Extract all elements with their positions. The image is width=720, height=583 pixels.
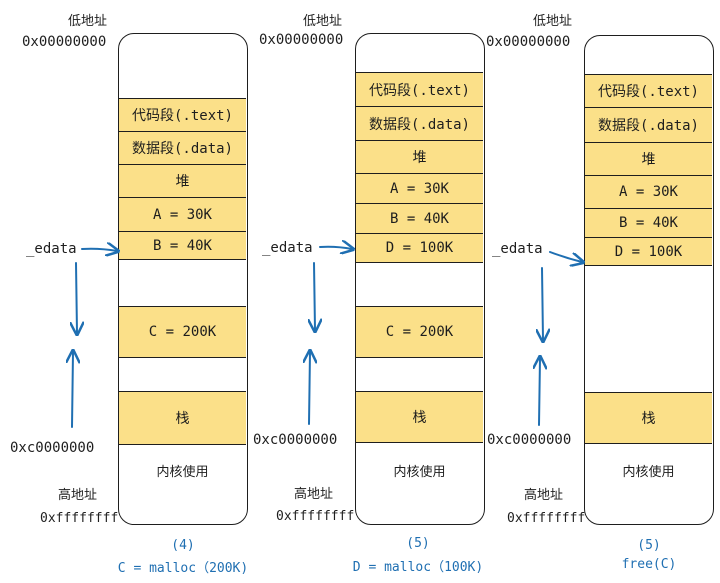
block-b: B = 40K	[356, 203, 483, 234]
high-address-value: 0xffffffff	[276, 509, 355, 524]
step-caption: free(C)	[621, 557, 677, 572]
stack-grow-up-arrow	[309, 352, 310, 425]
low-address-label: 低地址	[303, 14, 343, 29]
kernel-start-address: 0xc0000000	[10, 440, 95, 456]
high-address-label: 高地址	[58, 488, 98, 503]
step-number: (5)	[637, 538, 661, 553]
data-segment: 数据段(.data)	[356, 106, 483, 141]
heap-grow-down-arrow	[314, 262, 315, 330]
memory-column: 代码段(.text) 数据段(.data) 堆 A = 30K B = 40K …	[584, 35, 714, 525]
stack-segment: 栈	[585, 392, 712, 444]
edata-arrow	[319, 247, 352, 249]
edata-pointer-label: _edata	[492, 241, 543, 257]
kernel-space: 内核使用	[622, 464, 675, 480]
step-caption: C = malloc（200K)	[117, 561, 249, 576]
high-address-label: 高地址	[524, 488, 564, 503]
high-address-value: 0xffffffff	[507, 511, 586, 526]
stack-grow-up-arrow	[72, 352, 73, 428]
edata-arrow	[81, 249, 117, 251]
kernel-start-address: 0xc0000000	[487, 432, 572, 448]
edata-arrow	[549, 251, 582, 262]
heap-segment: 堆	[356, 140, 483, 174]
block-b: B = 40K	[119, 231, 246, 260]
heap-grow-down-arrow	[76, 262, 77, 333]
low-address-label: 低地址	[68, 14, 108, 29]
step-caption: D = malloc（100K)	[352, 560, 484, 575]
block-d: D = 100K	[356, 233, 483, 263]
low-address-label: 低地址	[533, 14, 573, 29]
data-segment: 数据段(.data)	[585, 107, 712, 143]
block-b: B = 40K	[585, 208, 712, 238]
mmap-block-c: C = 200K	[356, 306, 483, 358]
kernel-space: 内核使用	[393, 464, 446, 480]
step-number: (4)	[171, 538, 195, 553]
block-a: A = 30K	[119, 197, 246, 232]
block-a: A = 30K	[356, 173, 483, 204]
edata-pointer-label: _edata	[262, 240, 313, 256]
edata-pointer-label: _edata	[26, 241, 77, 257]
high-address-value: 0xffffffff	[40, 511, 119, 526]
kernel-space: 内核使用	[156, 464, 209, 480]
low-address-value: 0x00000000	[259, 32, 344, 48]
memory-column: 代码段(.text) 数据段(.data) 堆 A = 30K B = 40K …	[355, 33, 485, 525]
stack-grow-up-arrow	[539, 358, 540, 426]
low-address-value: 0x00000000	[486, 34, 571, 50]
text-segment: 代码段(.text)	[356, 72, 483, 107]
block-d: D = 100K	[585, 237, 712, 266]
high-address-label: 高地址	[294, 487, 334, 502]
kernel-start-address: 0xc0000000	[253, 432, 338, 448]
memory-column: 代码段(.text) 数据段(.data) 堆 A = 30K B = 40K …	[118, 33, 248, 525]
stack-segment: 栈	[119, 391, 246, 445]
text-segment: 代码段(.text)	[585, 74, 712, 108]
low-address-value: 0x00000000	[22, 34, 107, 50]
heap-grow-down-arrow	[542, 267, 543, 340]
stack-segment: 栈	[356, 391, 483, 443]
mmap-block-c: C = 200K	[119, 306, 246, 358]
step-number: (5)	[406, 536, 430, 551]
